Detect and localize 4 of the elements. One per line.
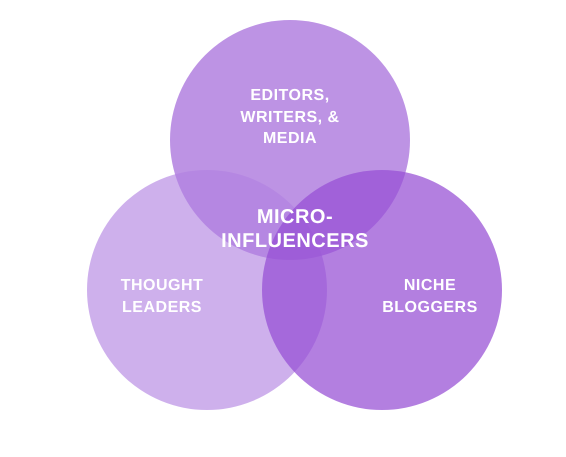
circle-label: EDITORS, WRITERS, & MEDIA [239,86,341,150]
circle-label: NICHE BLOGGERS [381,276,479,318]
center-label: MICRO-INFLUENCERS [220,205,370,253]
circle-label: THOUGHT LEADERS [120,276,204,318]
